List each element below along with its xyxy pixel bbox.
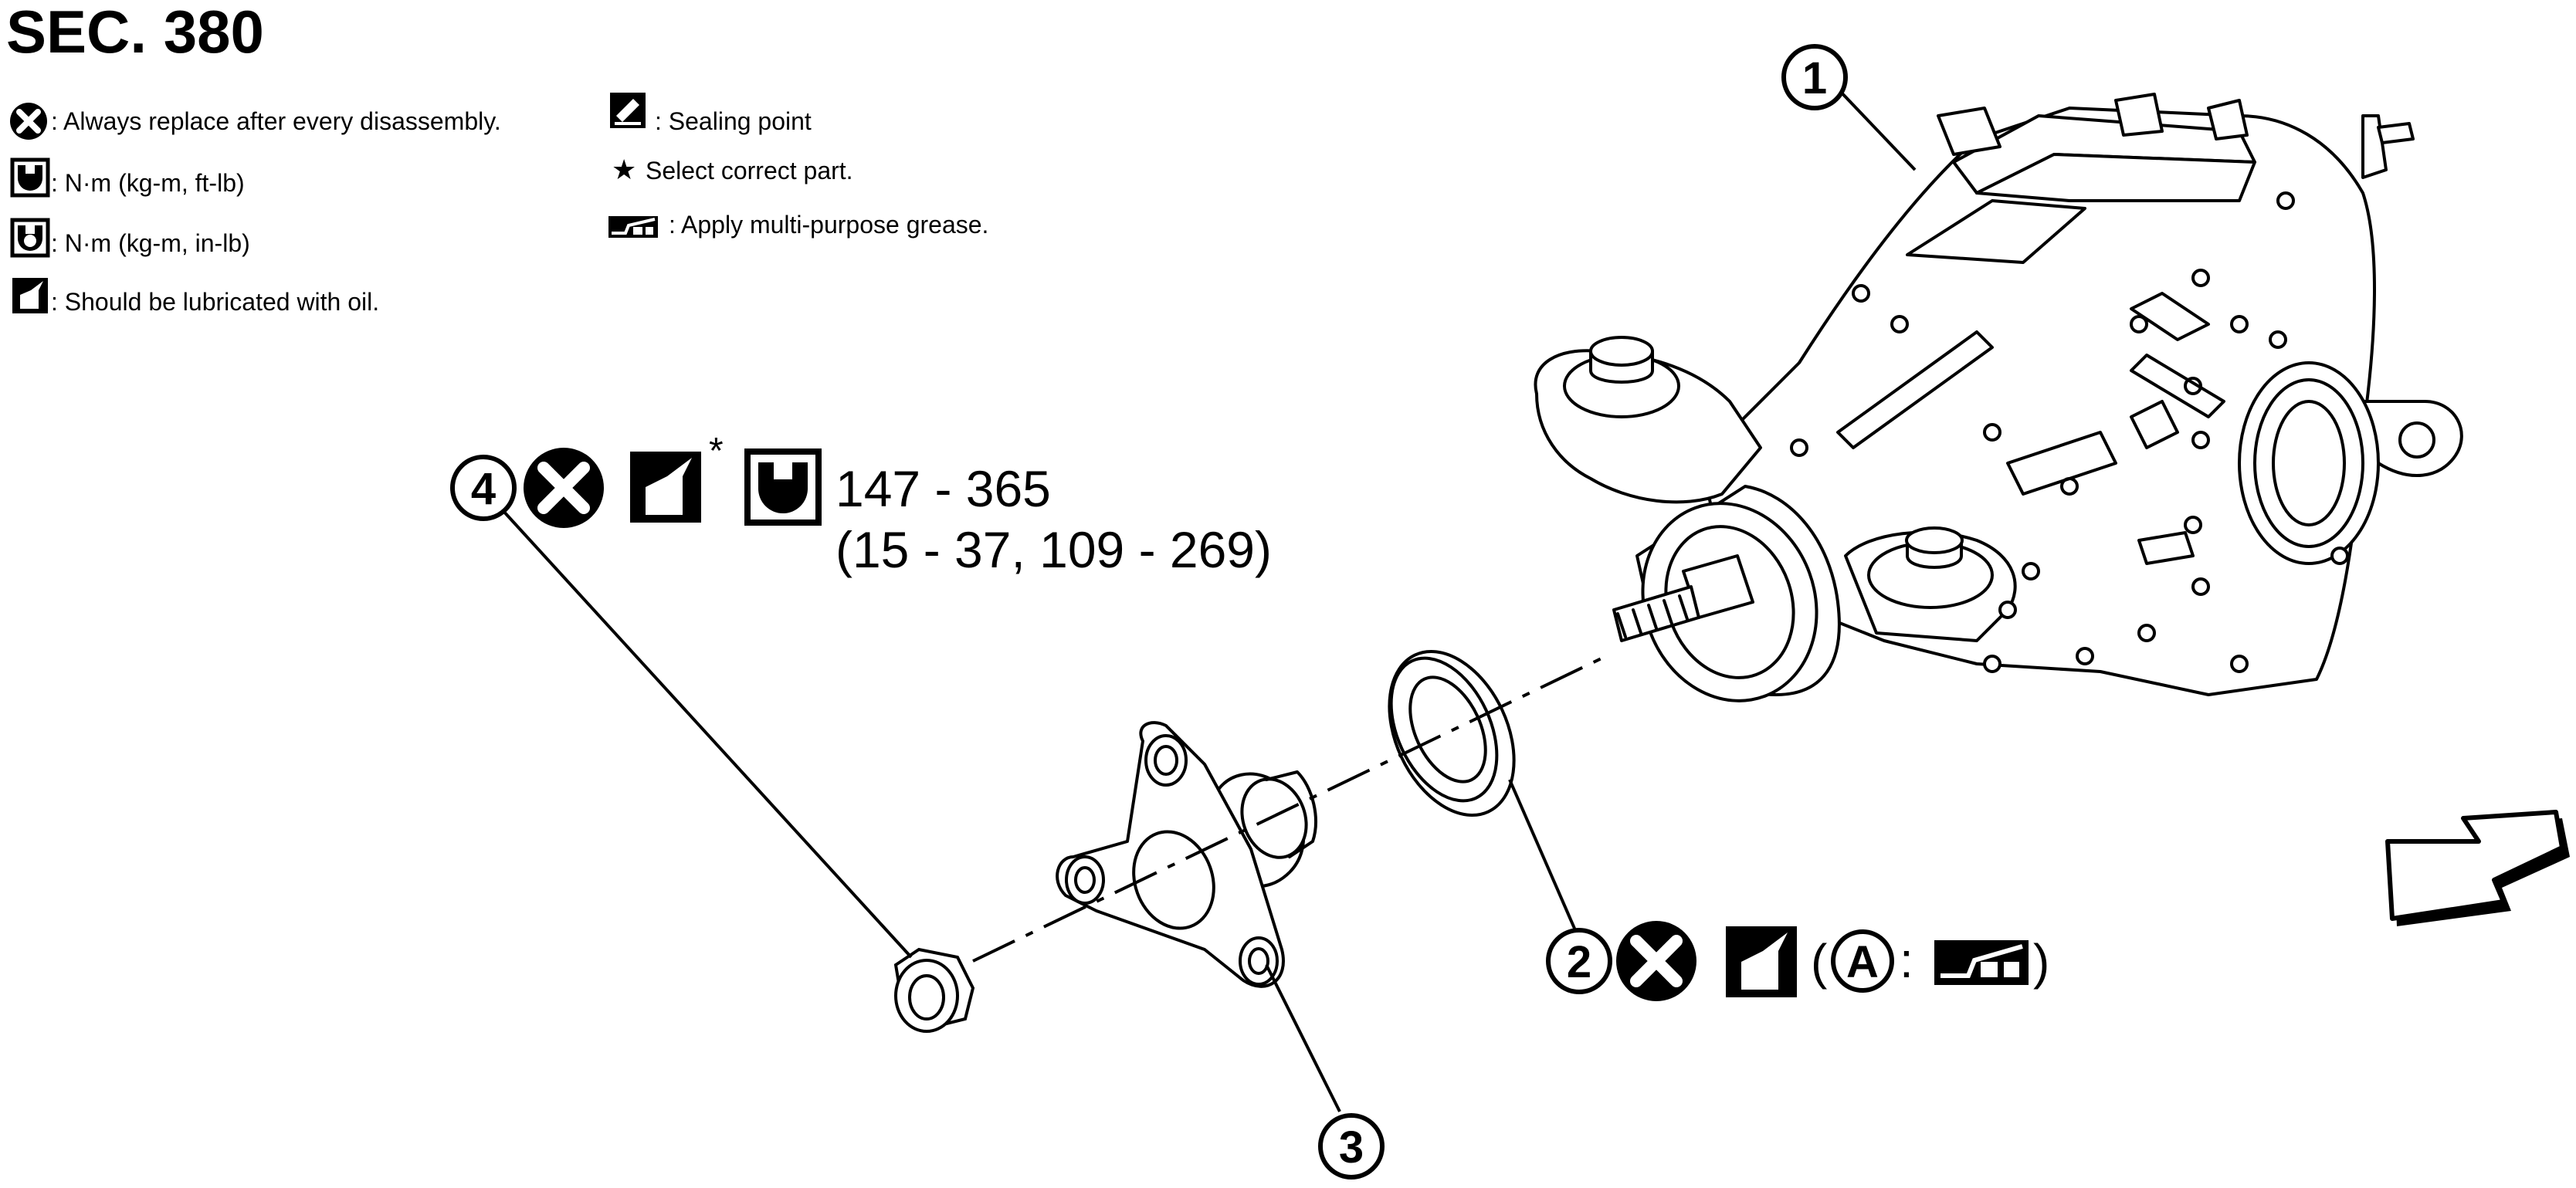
sealing-point-icon [610, 93, 646, 128]
legend-sealing-text: : Sealing point [655, 107, 812, 135]
part4-star: * [709, 431, 724, 472]
legend-torque-ft-text: : N·m (kg-m, ft-lb) [51, 169, 245, 197]
section-title: SEC. 380 [6, 0, 264, 66]
legend-lubricate-text: : Should be lubricated with oil. [51, 288, 379, 316]
drive-pinion-nut [893, 947, 975, 1033]
oil-seal [1388, 650, 1516, 817]
legend-grease-text: : Apply multi-purpose grease. [669, 211, 988, 239]
part4-torque-primary: 147 - 365 [836, 460, 1051, 517]
part2-open-paren: ( [1811, 934, 1827, 990]
callout-1: 1 [1781, 44, 1848, 110]
oil-can-icon [12, 278, 48, 313]
part2-ref-a: A [1831, 929, 1894, 993]
replace-icon [10, 103, 47, 140]
callout-2: 2 [1546, 928, 1612, 994]
part2-colon: : [1900, 932, 1913, 988]
front-direction-arrow-icon [2385, 810, 2570, 926]
star-icon: ★ [612, 154, 636, 185]
part4-oil-can-icon [630, 452, 701, 523]
companion-flange [1056, 721, 1317, 988]
callout-4: 4 [450, 455, 517, 521]
legend-torque-in-text: : N·m (kg-m, in-lb) [51, 229, 250, 257]
part4-replace-icon [524, 448, 604, 528]
part2-grease-icon [1934, 940, 2029, 985]
svg-text:A: A [1846, 937, 1879, 987]
center-axis-line [972, 655, 1607, 963]
svg-text:1: 1 [1802, 53, 1827, 103]
part4-torque-icon [744, 448, 822, 526]
differential-carrier [1534, 93, 2463, 702]
callout-3: 3 [1318, 1113, 1385, 1180]
svg-text:2: 2 [1567, 937, 1591, 987]
grease-gun-icon [608, 216, 658, 238]
svg-text:3: 3 [1339, 1122, 1364, 1173]
legend-replace-text: : Always replace after every disassembly… [51, 107, 501, 135]
part2-replace-icon [1616, 921, 1696, 1001]
part2-close-paren: ) [2033, 934, 2049, 990]
legend-select-text: Select correct part. [646, 157, 853, 184]
torque-in-lb-icon [10, 218, 50, 258]
leader-lines [500, 87, 1917, 1112]
svg-text:4: 4 [471, 464, 496, 514]
part4-torque-secondary: (15 - 37, 109 - 269) [836, 521, 1272, 578]
part2-oil-can-icon [1726, 926, 1797, 997]
torque-ft-lb-icon [10, 157, 50, 198]
